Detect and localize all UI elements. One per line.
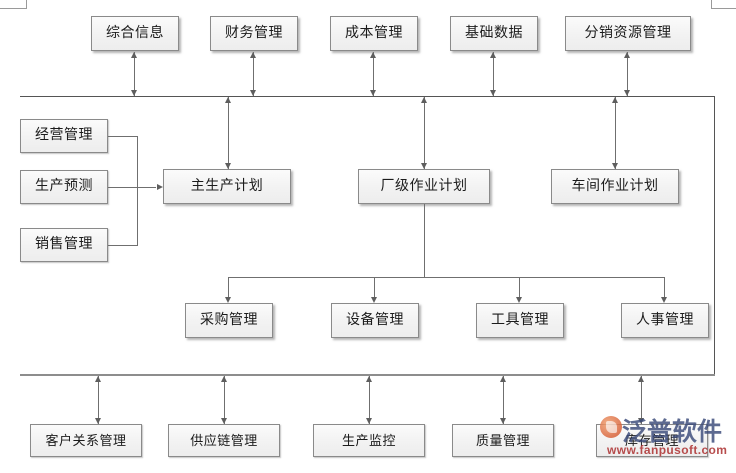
node-resource-4[interactable]: 人事管理 [621,303,709,338]
node-bottom-5[interactable]: 库存管理 [596,424,708,457]
node-resource-2[interactable]: 设备管理 [331,303,419,338]
frame-corner-top-right [711,0,736,9]
arrowhead-up [95,376,101,382]
arrowhead-up [638,376,644,382]
arrowhead-up [370,52,376,58]
connector-bottom-1 [98,376,99,424]
node-label: 分销资源管理 [584,25,672,41]
node-label: 主生产计划 [190,178,264,194]
node-label: 综合信息 [106,25,164,41]
node-plan-3[interactable]: 车间作业计划 [551,169,679,204]
connector-bottom-4 [503,376,504,424]
connector-top-3 [373,52,374,96]
arrowhead-down [612,163,618,169]
node-left-3[interactable]: 销售管理 [20,228,108,262]
arrowhead-up [500,376,506,382]
bottom-bus-line [20,374,715,376]
arrowhead-down [221,418,227,424]
node-left-1[interactable]: 经营管理 [20,119,108,153]
arrowhead-down [421,163,427,169]
merge-stub-1 [108,136,138,137]
arrowhead-down [250,90,256,96]
node-label: 质量管理 [475,433,530,448]
connector-bottom-5 [641,376,642,424]
node-label: 车间作业计划 [571,178,659,194]
fanout-leg-1 [228,277,229,299]
node-top-5[interactable]: 分销资源管理 [565,16,691,51]
arrowhead-up [221,376,227,382]
arrowhead-up [421,97,427,103]
arrowhead-down [131,90,137,96]
arrowhead-down [490,90,496,96]
arrowhead-down [516,297,522,303]
arrowhead-down [225,163,231,169]
node-top-3[interactable]: 成本管理 [330,16,418,51]
node-label: 工具管理 [491,312,549,328]
node-label: 基础数据 [465,25,523,41]
node-left-2[interactable]: 生产预测 [20,170,108,204]
arrowhead-down [624,90,630,96]
frame-corner-top-left [0,0,27,9]
node-resource-3[interactable]: 工具管理 [476,303,564,338]
node-label: 财务管理 [225,25,283,41]
node-label: 库存管理 [624,433,679,448]
arrowhead-up [366,376,372,382]
node-top-4[interactable]: 基础数据 [450,16,538,51]
arrowhead-up [612,97,618,103]
node-label: 客户关系管理 [45,433,127,448]
connector-plan-3 [615,97,616,169]
arrowhead-up [131,52,137,58]
arrowhead-down [225,297,231,303]
arrowhead-down [371,297,377,303]
node-bottom-3[interactable]: 生产监控 [313,424,425,457]
node-label: 设备管理 [346,312,404,328]
connector-top-4 [493,52,494,96]
node-bottom-4[interactable]: 质量管理 [452,424,554,457]
node-label: 供应链管理 [190,433,258,448]
node-bottom-2[interactable]: 供应链管理 [168,424,280,457]
right-trunk-line [714,96,715,374]
arrowhead-down [638,418,644,424]
node-label: 生产监控 [341,433,396,448]
connector-bottom-2 [224,376,225,424]
connector-plan-2 [424,97,425,169]
arrowhead-down [370,90,376,96]
fanout-leg-2 [374,277,375,299]
arrowhead-down [661,297,667,303]
arrowhead-up [225,97,231,103]
arrowhead-down [95,418,101,424]
node-bottom-1[interactable]: 客户关系管理 [30,424,142,457]
arrowhead-right [157,184,163,190]
node-plan-2[interactable]: 厂级作业计划 [358,169,490,204]
fanout-leg-3 [519,277,520,299]
node-resource-1[interactable]: 采购管理 [185,303,273,338]
node-label: 销售管理 [35,237,93,252]
arrowhead-up [624,52,630,58]
connector-plan-1 [228,97,229,169]
arrowhead-down [366,418,372,424]
node-label: 人事管理 [636,312,694,328]
arrowhead-down [500,418,506,424]
connector-top-1 [134,52,135,96]
merge-spine [137,136,138,246]
node-label: 生产预测 [35,179,93,194]
fanout-drop [424,204,425,277]
merge-stub-3 [108,245,138,246]
node-label: 采购管理 [200,312,258,328]
node-top-2[interactable]: 财务管理 [210,16,298,51]
fanout-leg-4 [664,277,665,299]
fanout-rail [228,277,665,278]
connector-top-2 [253,52,254,96]
node-top-1[interactable]: 综合信息 [91,16,179,51]
merge-stub-2 [108,187,156,188]
top-bus-line [20,96,715,97]
node-label: 厂级作业计划 [380,178,468,194]
connector-bottom-3 [369,376,370,424]
node-label: 成本管理 [345,25,403,41]
arrowhead-up [490,52,496,58]
arrowhead-up [250,52,256,58]
node-plan-1[interactable]: 主生产计划 [163,169,291,204]
connector-top-5 [627,52,628,96]
node-label: 经营管理 [35,128,93,143]
